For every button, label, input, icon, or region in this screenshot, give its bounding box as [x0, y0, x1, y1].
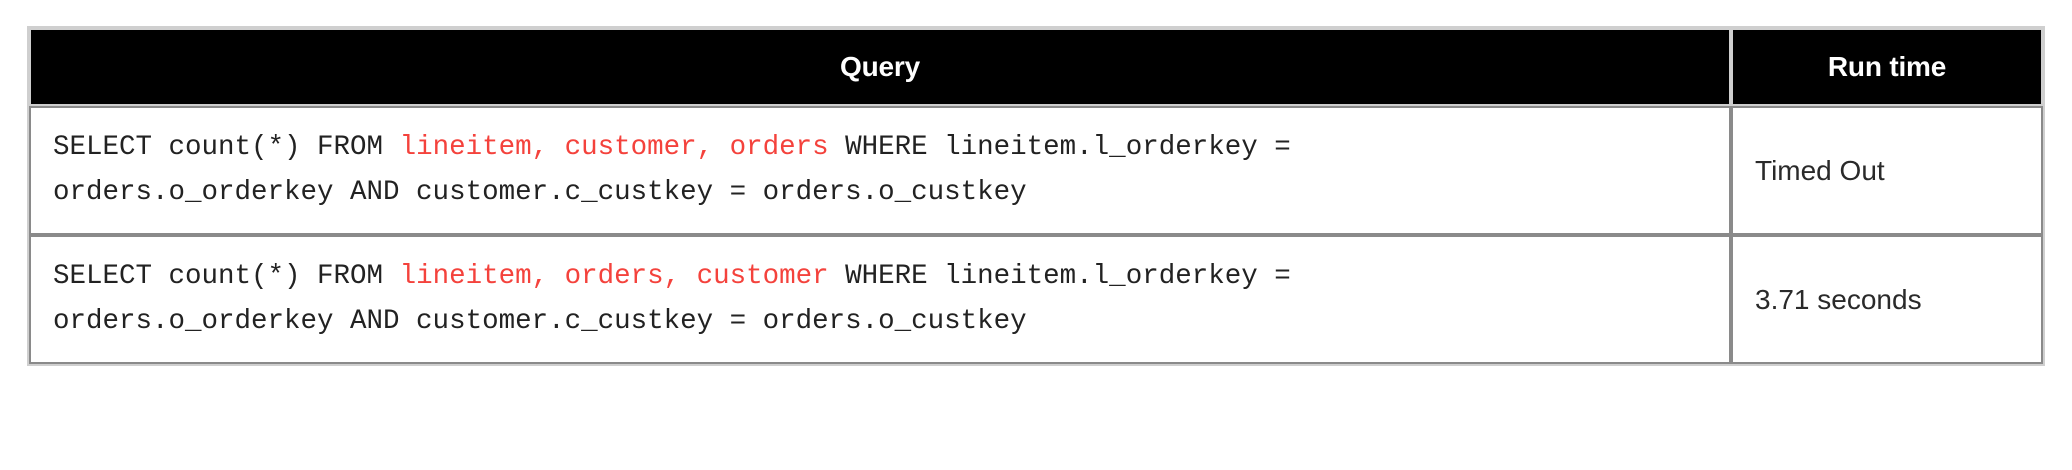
- query-runtime-table: Query Run time SELECT count(*) FROM line…: [27, 26, 2045, 367]
- sql-where-segment: WHERE lineitem.l_orderkey =: [828, 132, 1291, 163]
- query-cell: SELECT count(*) FROM lineitem, customer,…: [29, 106, 1731, 236]
- runtime-cell: 3.71 seconds: [1731, 235, 2043, 365]
- column-header-runtime: Run time: [1731, 28, 2043, 106]
- sql-keyword-segment: SELECT count(*) FROM: [53, 261, 400, 293]
- query-line-2: orders.o_orderkey AND customer.c_custkey…: [53, 176, 1027, 208]
- table-row: SELECT count(*) FROM lineitem, orders, c…: [29, 235, 2043, 365]
- sql-keyword-segment: SELECT count(*) FROM: [53, 132, 400, 163]
- table-body: SELECT count(*) FROM lineitem, customer,…: [29, 106, 2043, 365]
- sql-table-list: lineitem, orders, customer: [399, 261, 829, 293]
- column-header-query: Query: [29, 28, 1731, 106]
- sql-where-segment: WHERE lineitem.l_orderkey =: [828, 261, 1291, 293]
- query-runtime-table-container: Query Run time SELECT count(*) FROM line…: [27, 26, 2045, 367]
- query-line-1: SELECT count(*) FROM lineitem, orders, c…: [53, 255, 1707, 300]
- table-header-row: Query Run time: [29, 28, 2043, 106]
- query-line-2: orders.o_orderkey AND customer.c_custkey…: [53, 305, 1027, 337]
- table-header: Query Run time: [29, 28, 2043, 106]
- table-row: SELECT count(*) FROM lineitem, customer,…: [29, 106, 2043, 236]
- query-line-1: SELECT count(*) FROM lineitem, customer,…: [53, 126, 1707, 171]
- query-cell: SELECT count(*) FROM lineitem, orders, c…: [29, 235, 1731, 365]
- sql-table-list: lineitem, customer, orders: [399, 132, 829, 163]
- runtime-cell: Timed Out: [1731, 106, 2043, 236]
